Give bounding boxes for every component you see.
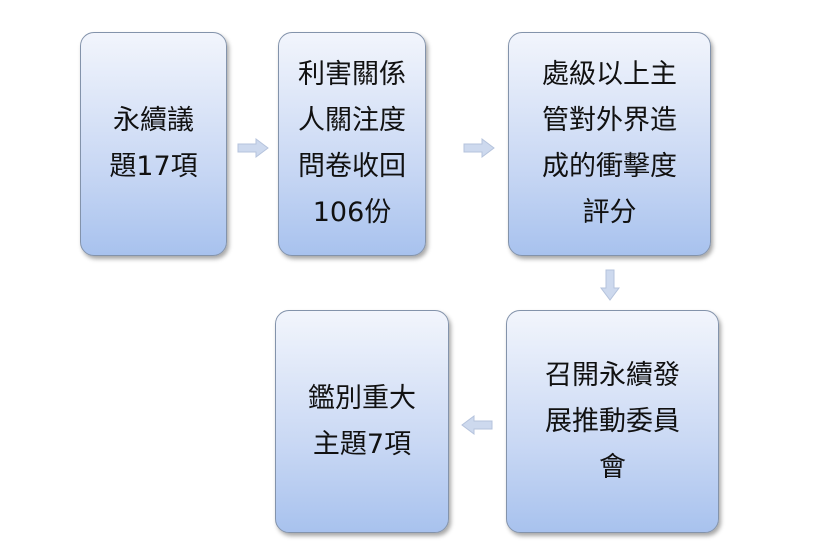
step-box-2: 利害關係人關注度問卷收回106份 bbox=[278, 32, 426, 256]
step-label: 永續議題17項 bbox=[109, 105, 198, 182]
step-box-3: 處級以上主管對外界造成的衝擊度評分 bbox=[508, 32, 711, 256]
step-box-1: 永續議題17項 bbox=[80, 32, 227, 256]
step-label: 處級以上主管對外界造成的衝擊度評分 bbox=[542, 59, 677, 228]
arrow-down-icon bbox=[600, 269, 620, 301]
arrow-right-icon bbox=[463, 138, 495, 158]
step-box-5: 鑑別重大主題7項 bbox=[275, 310, 449, 533]
step-box-4: 召開永續發展推動委員會 bbox=[506, 310, 719, 533]
step-label: 鑑別重大主題7項 bbox=[308, 382, 416, 460]
step-label: 利害關係人關注度問卷收回106份 bbox=[298, 59, 406, 228]
arrow-right-icon bbox=[237, 138, 269, 158]
step-label: 召開永續發展推動委員會 bbox=[545, 359, 680, 483]
arrow-left-icon bbox=[461, 415, 493, 435]
